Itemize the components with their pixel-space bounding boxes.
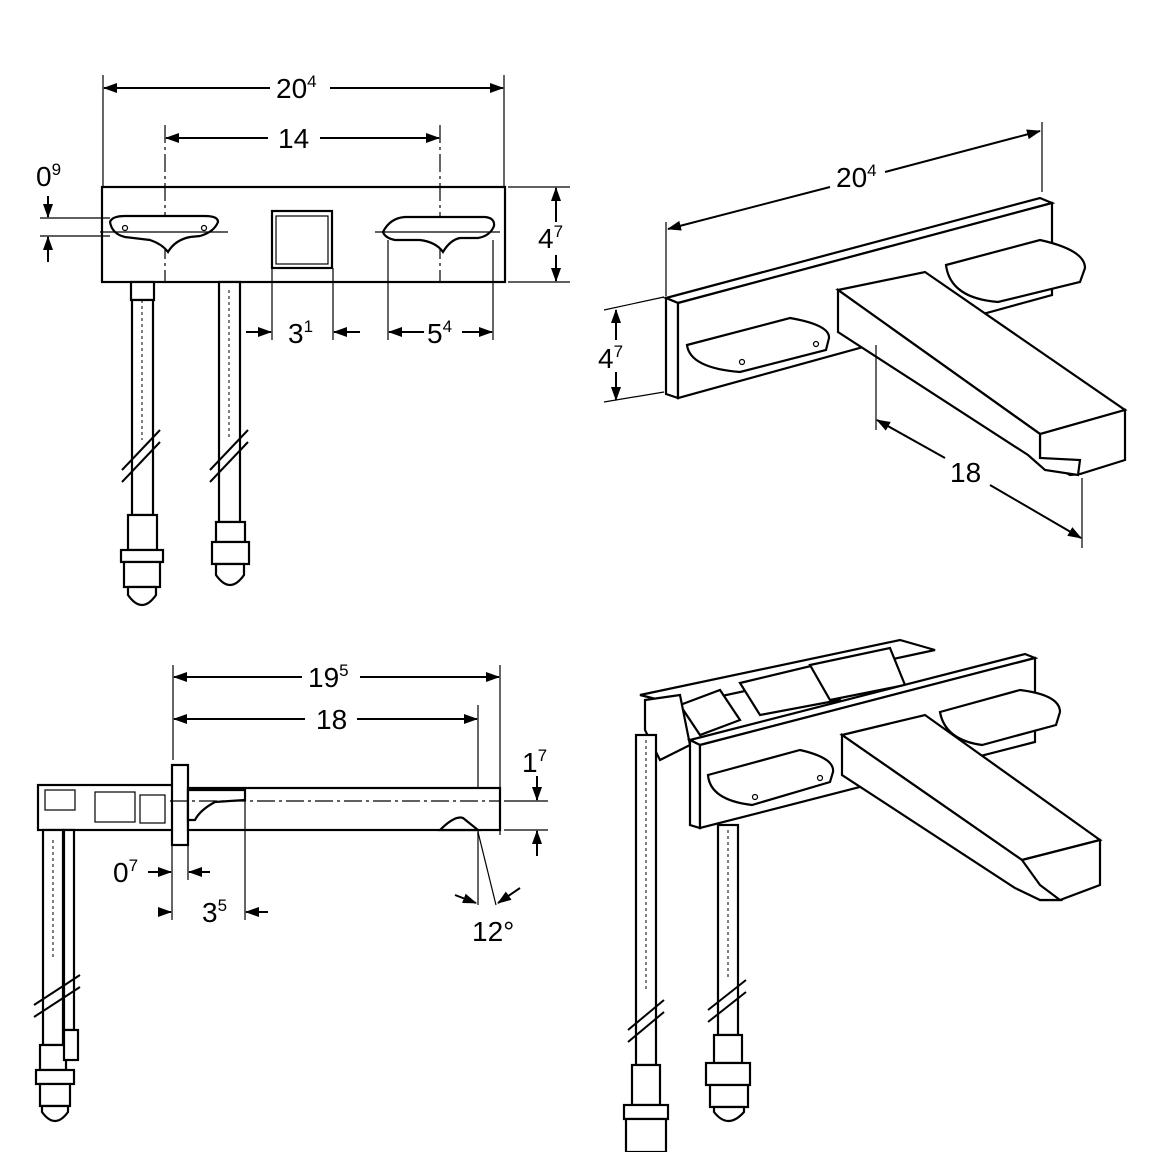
side-hoses	[33, 828, 81, 1123]
hose-right	[209, 280, 251, 587]
side-view: 195 18 17 07 35 12°	[33, 661, 548, 1123]
dim-handle-width: 54	[427, 317, 452, 349]
hose-left	[119, 280, 165, 607]
dim-handle-offset: 09	[36, 160, 61, 192]
installed-hoses	[622, 733, 752, 1152]
side-dim-plate: 07	[113, 856, 138, 888]
side-dim-angle: 12°	[472, 916, 514, 947]
side-dim-spout: 18	[316, 704, 347, 735]
iso-dim-height: 47	[598, 342, 623, 374]
side-dim-handle: 35	[202, 896, 227, 928]
iso-dim-width: 204	[836, 161, 877, 193]
iso-installed-view	[622, 638, 1103, 1152]
dim-height: 47	[538, 222, 563, 254]
dim-handle-spacing: 14	[278, 123, 309, 154]
side-dim-spout-height: 17	[522, 746, 547, 778]
iso-dim-spout: 18	[950, 457, 981, 488]
dim-center-width: 31	[288, 317, 313, 349]
side-dim-overall: 195	[308, 661, 349, 693]
front-view: 204 14 09 47 31 54	[36, 72, 570, 607]
dim-width: 204	[276, 72, 317, 104]
iso-view: 204 47 18	[598, 122, 1128, 548]
